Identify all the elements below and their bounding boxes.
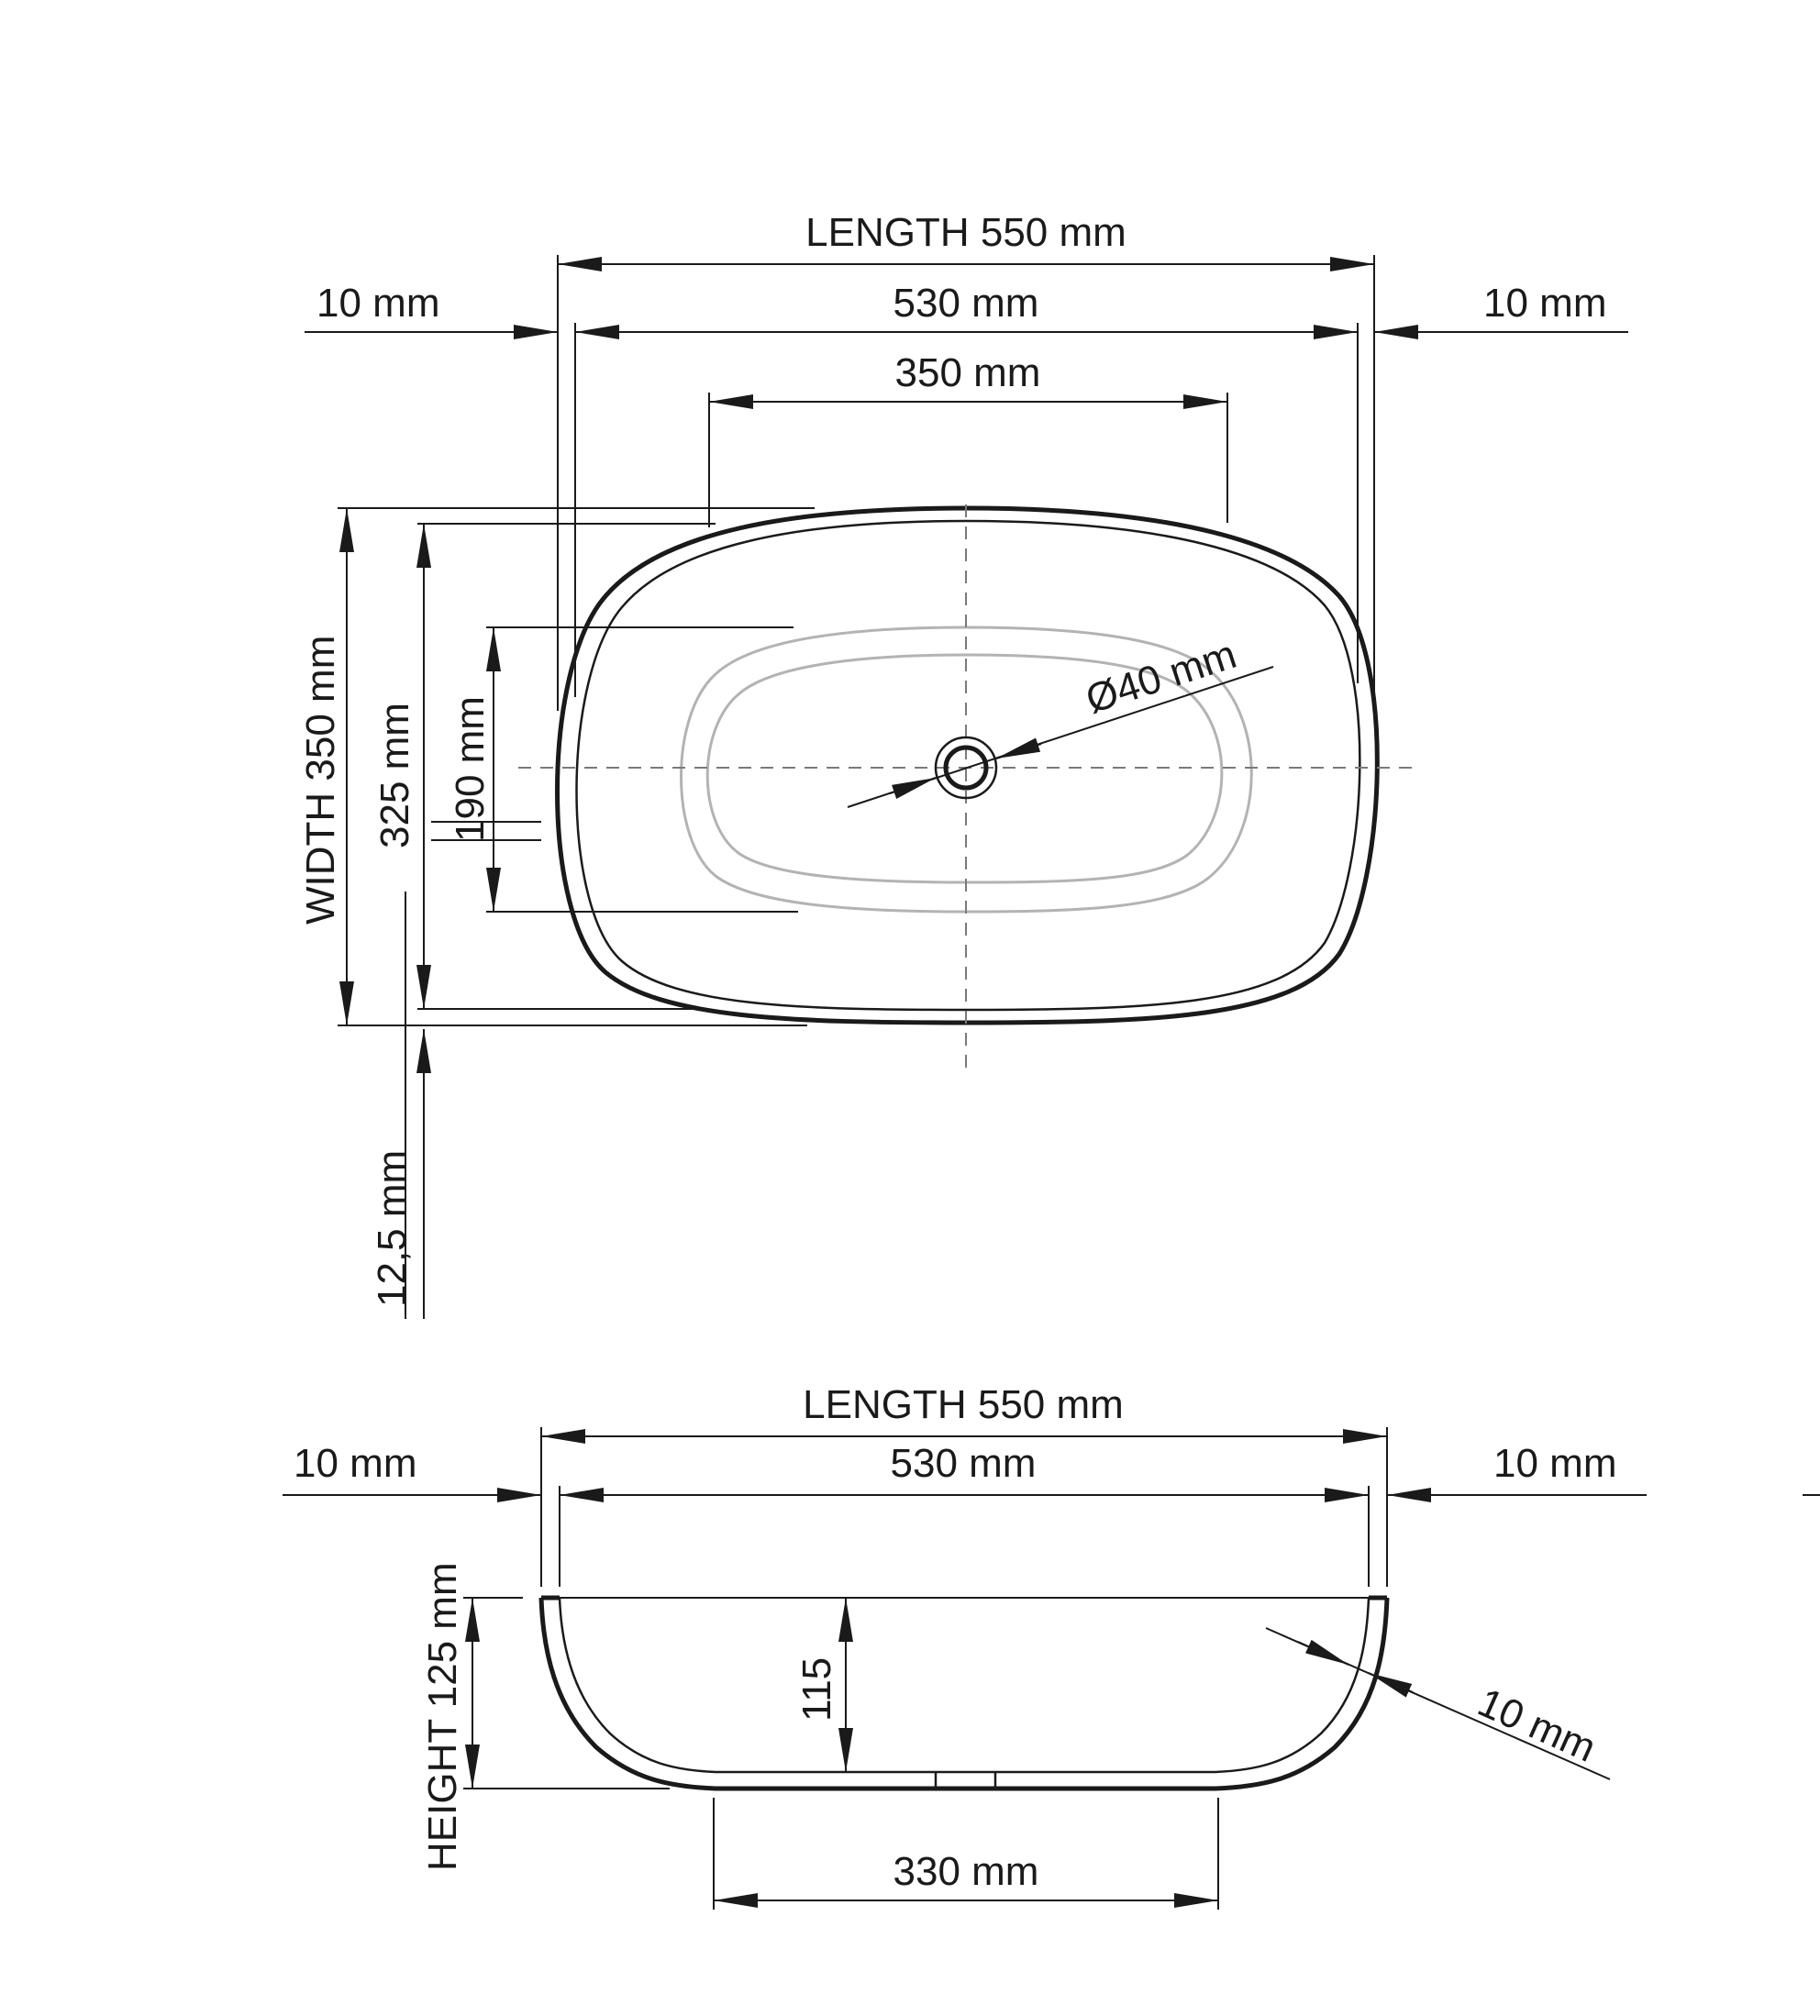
wall-label: 10 mm xyxy=(1471,1679,1603,1770)
height-label: HEIGHT 125 mm xyxy=(420,1562,465,1871)
side-view: LENGTH 550 mm 530 mm 10 mm 10 mm HEIGHT … xyxy=(283,1382,1820,1910)
width-label: WIDTH 350 mm xyxy=(298,636,343,925)
top-view: Ø40 mm LENGTH 550 mm 530 mm 10 mm 10 mm … xyxy=(298,210,1628,1319)
side-inner-length-label: 530 mm xyxy=(891,1441,1037,1486)
side-length-label: LENGTH 550 mm xyxy=(803,1382,1124,1427)
left-rim-label: 10 mm xyxy=(316,281,439,326)
side-left-rim-label: 10 mm xyxy=(294,1441,416,1486)
basin-inner-rim xyxy=(575,519,1361,1012)
drain-hole-outer xyxy=(934,736,998,800)
right-rim-label: 10 mm xyxy=(1483,281,1606,326)
depth-label: 115 xyxy=(794,1657,839,1722)
side-profile-outer xyxy=(538,1597,1390,1791)
side-profile-inner xyxy=(558,1597,1371,1774)
basin-length-label: 350 mm xyxy=(895,350,1041,395)
side-right-rim-label: 10 mm xyxy=(1493,1441,1616,1486)
drain-hole-inner xyxy=(943,745,989,791)
inner-width-label: 325 mm xyxy=(372,703,417,848)
basin-width-label: 190 mm xyxy=(448,696,493,842)
offset-label: 12,5 mm xyxy=(370,1150,415,1307)
base-label: 330 mm xyxy=(893,1849,1039,1894)
length-label: LENGTH 550 mm xyxy=(805,210,1126,255)
inner-length-label: 530 mm xyxy=(893,281,1039,326)
